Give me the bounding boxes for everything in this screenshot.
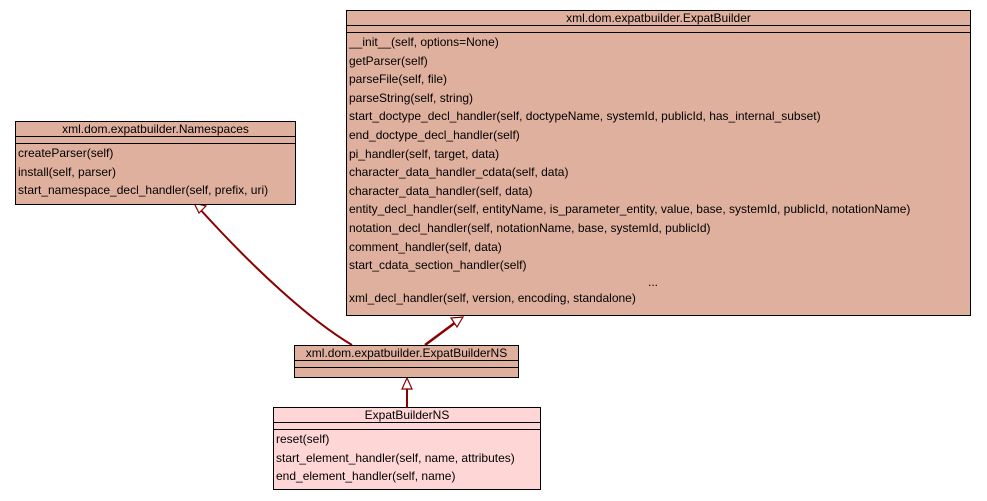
method: character_data_handler_cdata(self, data) — [349, 165, 569, 180]
methods-compartment: createParser(self) install(self, parser)… — [16, 144, 295, 200]
attributes-compartment — [295, 361, 518, 368]
method: end_doctype_decl_handler(self) — [349, 127, 520, 142]
method: entity_decl_handler(self, entityName, is… — [349, 202, 911, 217]
method: getParser(self) — [349, 53, 428, 68]
arrowhead-expatbuilder — [449, 316, 465, 329]
method: parseString(self, string) — [349, 90, 474, 105]
method: xml_decl_handler(self, version, encoding… — [349, 290, 636, 305]
class-namespaces[interactable]: xml.dom.expatbuilder.Namespaces createPa… — [15, 121, 296, 205]
edge-to-expatbuilder — [424, 320, 457, 347]
method: createParser(self) — [18, 146, 114, 160]
method: character_data_handler(self, data) — [349, 183, 533, 198]
method: end_element_handler(self, name) — [276, 469, 456, 484]
method: start_element_handler(self, name, attrib… — [276, 450, 515, 465]
methods-compartment: reset(self) start_element_handler(self, … — [274, 430, 540, 486]
class-expatbuilderns[interactable]: ExpatBuilderNS reset(self) start_element… — [273, 407, 541, 490]
class-title: xml.dom.expatbuilder.ExpatBuilder — [347, 11, 970, 26]
attributes-compartment — [16, 137, 295, 144]
arrowhead-expatbuilderns-base — [401, 376, 413, 390]
class-title: xml.dom.expatbuilder.ExpatBuilderNS — [295, 346, 518, 361]
attributes-compartment — [347, 26, 970, 33]
method: __init__(self, options=None) — [349, 35, 499, 49]
class-expatbuilderns-base[interactable]: xml.dom.expatbuilder.ExpatBuilderNS — [294, 345, 519, 378]
edge-to-namespaces — [197, 206, 353, 346]
methods-compartment: __init__(self, options=None) getParser(s… — [347, 33, 970, 307]
class-title: ExpatBuilderNS — [274, 408, 540, 423]
method: comment_handler(self, data) — [349, 239, 502, 254]
method: start_cdata_section_handler(self) — [349, 258, 527, 273]
attributes-compartment — [274, 423, 540, 430]
method: start_namespace_decl_handler(self, prefi… — [18, 183, 269, 198]
methods-compartment — [295, 368, 518, 374]
class-expatbuilder[interactable]: xml.dom.expatbuilder.ExpatBuilder __init… — [346, 10, 971, 316]
method: install(self, parser) — [18, 164, 117, 179]
method: parseFile(self, file) — [349, 72, 448, 87]
more-methods-ellipsis: ... — [647, 274, 658, 289]
method: notation_decl_handler(self, notationName… — [349, 220, 711, 235]
class-title: xml.dom.expatbuilder.Namespaces — [16, 122, 295, 137]
method: pi_handler(self, target, data) — [349, 146, 500, 161]
method: reset(self) — [276, 432, 330, 446]
method: start_doctype_decl_handler(self, doctype… — [349, 109, 821, 124]
